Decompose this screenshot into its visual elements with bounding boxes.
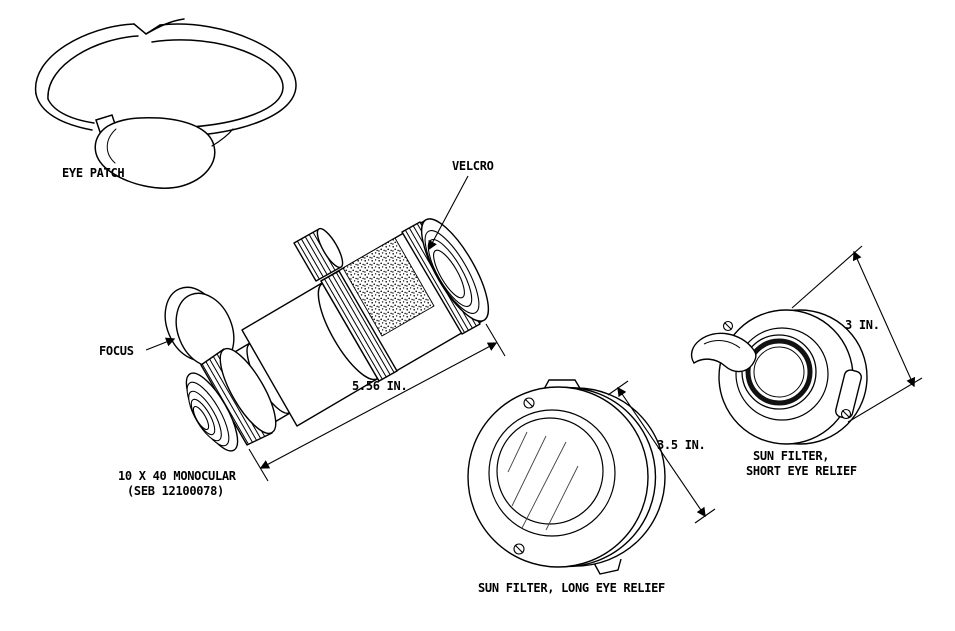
long-filter-dimension: 3.5 IN. [657, 438, 706, 452]
sun-filter-long-dimension [607, 380, 716, 524]
focus-label: FOCUS [99, 344, 134, 358]
monocular-callouts [145, 175, 506, 482]
velcro-label: VELCRO [452, 159, 494, 173]
length-dimension-line [259, 342, 498, 469]
sun-shade-horn [690, 332, 757, 373]
lens-reflections [507, 431, 579, 531]
screws [513, 397, 535, 555]
short-filter-label-line2: SHORT EYE RELIEF [746, 464, 857, 478]
monocular-length-dimension: 5.56 IN. [352, 379, 408, 393]
sun-filter-long-drawing [467, 379, 666, 575]
monocular-part-number: (SEB 12100078) [127, 484, 224, 498]
velcro-patch [342, 237, 435, 337]
short-filter-label-line1: SUN FILTER, [753, 449, 830, 463]
sun-filter-short-drawing [690, 309, 868, 445]
eye-patch-drawing [34, 18, 297, 189]
short-filter-dimension: 3 IN. [845, 318, 880, 332]
focus-leader-arrow [145, 337, 176, 351]
velcro-leader-arrow [428, 175, 469, 251]
monocular-drawing [164, 218, 490, 452]
sun-filter-short-dimension [791, 245, 923, 423]
eye-patch-label: EYE PATCH [62, 166, 125, 180]
focus-knob [164, 286, 235, 368]
monocular-name-label: 10 X 40 MONOCULAR [118, 469, 236, 483]
screws [722, 320, 852, 420]
long-filter-label: SUN FILTER, LONG EYE RELIEF [478, 581, 665, 595]
